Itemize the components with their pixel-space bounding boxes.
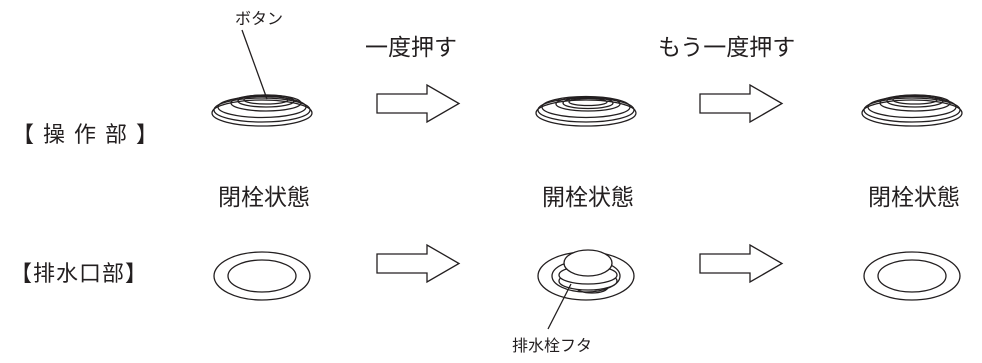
drain-plug-lid-icon [558, 249, 618, 291]
push-again-label: もう一度押す [658, 35, 796, 61]
drain-plug-lid-callout-label: 排水栓フタ [512, 336, 593, 355]
state-label-closed-2: 閉栓状態 [868, 185, 960, 211]
push-button-icon [211, 94, 313, 127]
state-label-open: 開栓状態 [542, 185, 634, 211]
right-arrow-icon [699, 83, 784, 124]
right-arrow-icon [699, 243, 784, 284]
push-once-label: 一度押す [365, 35, 457, 61]
right-arrow-icon [376, 83, 461, 124]
button-callout-line [241, 29, 268, 100]
push-button-icon [535, 95, 637, 127]
drain-outlet-icon [863, 251, 961, 301]
drain-outlet-icon [213, 251, 311, 301]
drain-plug-lid-callout-line [547, 283, 572, 330]
drain-row-label: 【排水口部】 [10, 262, 149, 287]
state-label-closed-1: 閉栓状態 [218, 185, 310, 211]
operation-row-label: 【 操 作 部 】 [12, 123, 159, 148]
right-arrow-icon [376, 243, 461, 284]
push-button-icon [861, 94, 963, 127]
button-callout-label: ボタン [235, 9, 284, 28]
